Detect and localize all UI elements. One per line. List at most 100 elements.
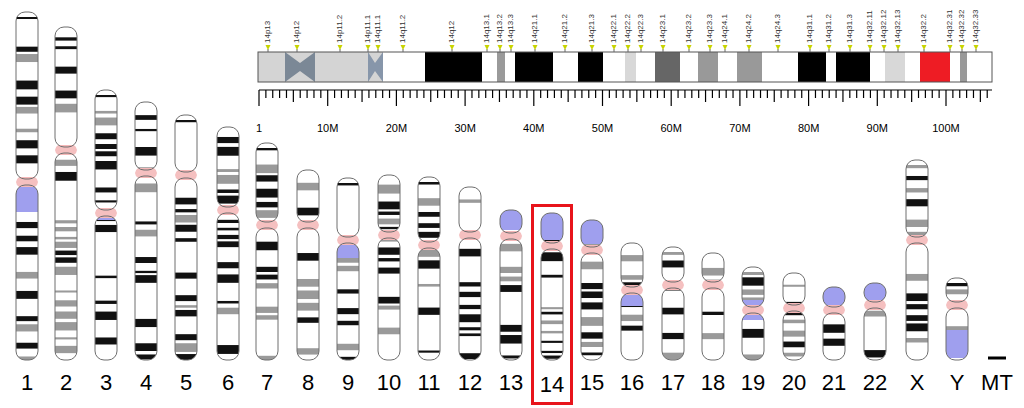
- scale-tick: [760, 90, 761, 98]
- scale-tick: [712, 90, 713, 98]
- chromosome-outline: [135, 176, 157, 360]
- scale-tick: [911, 90, 912, 102]
- chromosome-band: [297, 303, 319, 311]
- scale-tick: [444, 90, 445, 98]
- chromosome-outline: [135, 102, 157, 170]
- band-marker: [366, 45, 371, 50]
- chromosome-band: [783, 353, 805, 357]
- chromosome-band: [217, 262, 239, 268]
- chromosome-band: [55, 300, 77, 306]
- scale-tick: [980, 90, 981, 102]
- band-label: 14q22.2: [623, 14, 633, 43]
- chromosome-number: 14: [540, 372, 564, 398]
- scale-tick: [423, 90, 424, 98]
- scale-tick: [293, 90, 294, 102]
- chromosome-band: [55, 46, 77, 49]
- chromosome-band: [836, 52, 870, 82]
- band-marker: [639, 45, 644, 50]
- chromosome-outline: [175, 115, 197, 172]
- chromosome-outline: [418, 177, 440, 242]
- chromosome-bands: [175, 115, 197, 362]
- band-label: 14q21.2: [560, 14, 570, 43]
- band-marker: [590, 45, 595, 50]
- scale-tick: [952, 90, 953, 98]
- scale-tick: [616, 90, 617, 98]
- chromosome-ground: [459, 187, 481, 360]
- scale-tick: [835, 90, 836, 98]
- scale-tick: [698, 90, 699, 98]
- chromosome-band: [217, 169, 239, 172]
- chromosome-band: [906, 338, 928, 342]
- chromosome-band: [737, 52, 762, 82]
- chromosome-band: [297, 317, 319, 322]
- scale-label: 80M: [798, 122, 819, 135]
- chromosome-band: [95, 225, 117, 232]
- chromosome-band: [175, 273, 197, 279]
- chromosome-band: [297, 348, 319, 354]
- chromosome-band: [718, 52, 737, 82]
- chromosome: [95, 90, 117, 360]
- scale-tick: [348, 90, 349, 98]
- chromosome-band: [256, 175, 278, 181]
- chromosome-number: 22: [863, 370, 887, 396]
- chromosome: [742, 267, 764, 360]
- chromosome-outline: [742, 267, 764, 307]
- chromosome-band: [662, 353, 684, 360]
- chromosome-bands: [581, 220, 603, 360]
- chromosome-outline: [581, 220, 603, 247]
- chromosome-band: [95, 312, 117, 320]
- chromosome-number: 5: [180, 370, 192, 396]
- chromosome-band: [217, 228, 239, 231]
- heterochromatin-band: [823, 287, 845, 305]
- chromosome-band: [581, 292, 603, 299]
- chromosome-band: [315, 52, 368, 82]
- chromosome-band: [783, 320, 805, 324]
- chromosome: [702, 253, 724, 360]
- band-label: 14q23.3: [705, 14, 715, 43]
- band-label: 14q32.12: [879, 10, 889, 43]
- mitochondrial-mark: [988, 357, 1006, 360]
- chromosome-outline: [541, 249, 563, 360]
- chromosome-band: [581, 283, 603, 289]
- chromosome-band: [541, 252, 563, 261]
- scale-tick: [966, 90, 967, 98]
- chromosome-outline: [864, 308, 886, 360]
- chromosome-outline: [418, 248, 440, 360]
- chromosome-band: [16, 272, 38, 279]
- chromosome-outline: [337, 178, 359, 237]
- band-label: 14q21.3: [587, 14, 597, 43]
- scale-tick: [609, 90, 610, 98]
- chromosome-band: [256, 315, 278, 319]
- chromosome-outline: [662, 247, 684, 282]
- chromosome-band: [378, 328, 400, 335]
- chromosome: [823, 287, 845, 360]
- chromosome-band: [459, 314, 481, 322]
- band-label: 14q13.2: [495, 14, 505, 43]
- chromosome-band: [16, 316, 38, 321]
- chromosome-band: [256, 148, 278, 150]
- chromosome-number: 2: [60, 370, 72, 396]
- chromosome-band: [256, 307, 278, 313]
- scale-tick: [306, 90, 307, 98]
- chromosome-band: [378, 306, 400, 310]
- band-marker: [687, 45, 692, 50]
- stalk-band: [285, 52, 315, 82]
- chromosome-band: [541, 341, 563, 343]
- band-label: 14q22.1: [609, 14, 619, 43]
- band-marker: [827, 45, 832, 50]
- scale-tick: [787, 90, 788, 98]
- chromosome-band: [95, 337, 117, 344]
- chromosome-ground: [742, 267, 764, 360]
- chromosome-band: [217, 345, 239, 354]
- chromosome-ground: [581, 220, 603, 360]
- chromosome-band: [337, 266, 359, 271]
- chromosome-band: [581, 332, 603, 338]
- scale-tick: [918, 90, 919, 98]
- chromosome-outline: [459, 238, 481, 360]
- band-label: 14p11.1: [363, 15, 373, 43]
- chromosome-outline: [662, 288, 684, 360]
- band-marker: [266, 45, 271, 50]
- chromosome-band: [581, 353, 603, 356]
- chromosome-band: [541, 351, 563, 353]
